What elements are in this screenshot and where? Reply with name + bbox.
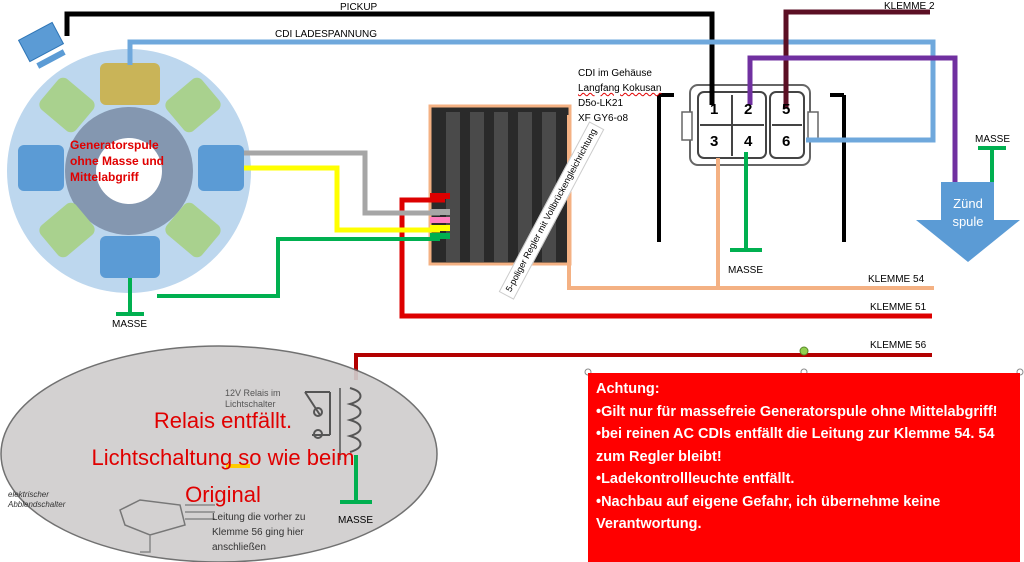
generator-coil-top [100, 63, 160, 105]
label-klemme-2: KLEMME 2 [884, 1, 935, 12]
cdi-box [657, 84, 846, 242]
relais-ellipse [0, 345, 438, 562]
relais-small-label: 12V Relais im Lichtschalter [225, 388, 281, 409]
relais-note: Relais entfällt. Lichtschaltung so wie b… [91, 408, 355, 507]
pickup-wire [64, 11, 715, 105]
label-klemme-56: KLEMME 56 [870, 340, 927, 351]
label-masse-cdi: MASSE [728, 265, 764, 276]
cdi-pin-3: 3 [710, 133, 719, 150]
cdi-label-line2: Langfang Kokusan [578, 83, 662, 94]
generator-coil-right [198, 145, 244, 191]
generator-coil-bottom [100, 236, 160, 278]
cdi-pin-2: 2 [744, 101, 753, 118]
warning-item: •bei reinen AC CDIs entfällt die Leitung… [596, 426, 995, 465]
cdi-label: CDI im Gehäuse Langfang Kokusan D5o-LK21… [578, 66, 661, 126]
cdi-label-line1: CDI im Gehäuse [578, 68, 652, 79]
label-klemme-54: KLEMME 54 [868, 274, 925, 285]
ignition-coil [916, 182, 1020, 262]
generator-coil [39, 202, 95, 258]
purple-wire [747, 55, 958, 185]
wires [64, 9, 1006, 380]
cdi-label-line3: D5o-LK21 [578, 98, 624, 109]
yellow-wire [244, 165, 440, 233]
coil-ground-wire [968, 150, 994, 188]
generator-coil [18, 145, 64, 191]
label-pickup: PICKUP [340, 2, 378, 13]
cdi-label-line4: XF GY6-o8 [578, 113, 629, 124]
label-klemme-51: KLEMME 51 [870, 302, 927, 313]
cdi-pin-5: 5 [782, 101, 791, 118]
lade-wire [127, 39, 936, 143]
klemme51-wire [399, 197, 932, 319]
label-masse-relais: MASSE [338, 515, 374, 526]
warning-title: Achtung: [596, 381, 660, 397]
ignition-coil-label: Zünd spule [952, 196, 984, 229]
leitung-label: Leitung die vorher zu Klemme 56 ging hie… [212, 512, 306, 553]
warning-item: •Nachbau auf eigene Gefahr, ich übernehm… [596, 493, 941, 533]
generator-coil [165, 202, 221, 258]
label-masse-coil: MASSE [975, 134, 1011, 145]
gray-wire [244, 150, 440, 216]
warning-item: •Gilt nur für massefreie Generatorspule … [596, 403, 998, 420]
pickup-sensor [17, 21, 66, 69]
cdi-pin-1: 1 [710, 101, 719, 118]
label-cdi-ladespannung: CDI LADESPANNUNG [275, 29, 378, 40]
green-wire [157, 237, 440, 298]
selection-handles [584, 346, 1024, 376]
generator-coil [165, 77, 221, 133]
klemme2-wire [783, 9, 930, 108]
label-masse-generator: MASSE [112, 319, 148, 330]
generator-label: Generatorspule ohne Masse und Mittelabgr… [70, 138, 165, 184]
switch-label: elektrischer Abblendschalter [8, 490, 66, 509]
regulator [428, 104, 572, 266]
warning-item: •Ladekontrollleuchte entfällt. [596, 471, 795, 487]
cdi-pin-4: 4 [744, 133, 753, 150]
warning-box: Achtung: •Gilt nur für massefreie Genera… [588, 373, 1020, 562]
generator [7, 49, 251, 293]
generator-coil [39, 77, 95, 133]
cdi-pin-6: 6 [782, 133, 791, 150]
